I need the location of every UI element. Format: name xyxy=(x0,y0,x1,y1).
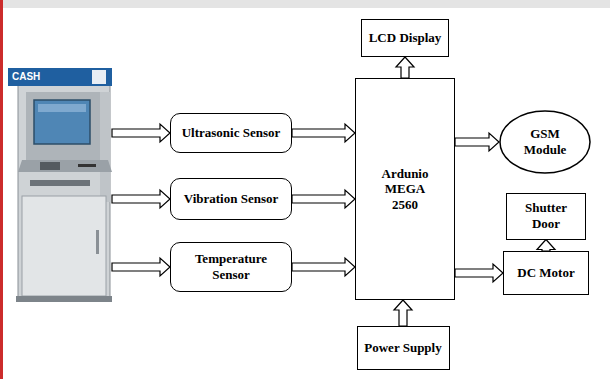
block-arrow xyxy=(537,240,555,252)
brand-label: CASH xyxy=(12,71,40,83)
module-ellipse: GSM Module xyxy=(499,110,591,174)
node-text: Temperature Sensor xyxy=(186,251,276,282)
side-bar xyxy=(0,0,3,379)
node-text: Vibration Sensor xyxy=(184,191,279,207)
node-text: GSM Module xyxy=(520,126,570,157)
display-box: LCD Display xyxy=(361,19,449,57)
sensor-box: Vibration Sensor xyxy=(170,178,292,220)
block-arrow xyxy=(394,300,412,326)
door-box: Shutter Door xyxy=(506,193,586,240)
motor-box: DC Motor xyxy=(503,251,589,295)
top-band xyxy=(0,0,610,8)
power-box: Power Supply xyxy=(357,326,450,370)
atm-machine xyxy=(8,68,112,302)
node-text: LCD Display xyxy=(369,30,442,46)
block-arrow xyxy=(292,190,355,208)
sensor-box: Ultrasonic Sensor xyxy=(170,113,292,153)
sensor-box: Temperature Sensor xyxy=(170,242,292,292)
block-arrow xyxy=(455,133,499,151)
block-arrow xyxy=(396,57,414,78)
node-text: Ardunio MEGA 2560 xyxy=(375,166,435,213)
node-text: Ultrasonic Sensor xyxy=(182,125,281,141)
block-arrow xyxy=(292,124,355,142)
node-text: DC Motor xyxy=(517,265,574,281)
block-arrow xyxy=(455,264,503,282)
sense-arrows xyxy=(112,124,170,276)
controller-box: Ardunio MEGA 2560 xyxy=(355,78,455,300)
node-text: Power Supply xyxy=(364,340,441,356)
node-text: Shutter Door xyxy=(516,200,576,231)
block-arrow xyxy=(292,258,355,276)
